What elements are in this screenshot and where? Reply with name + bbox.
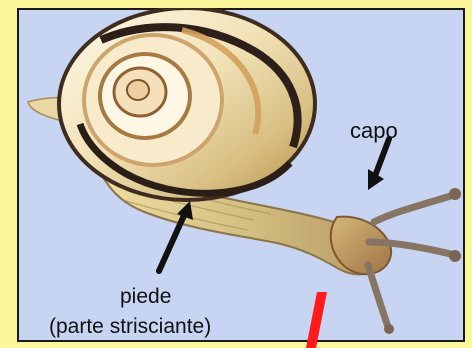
lower-tentacle xyxy=(368,265,388,327)
foot-description: (parte strisciante) xyxy=(49,316,211,337)
tentacle-tip xyxy=(449,188,461,200)
foot-label: piede xyxy=(120,286,171,307)
tentacle-tip xyxy=(384,324,394,334)
head-label: capo xyxy=(350,120,398,142)
snail-illustration xyxy=(17,8,465,342)
upper-tentacle xyxy=(374,195,454,222)
shell-core xyxy=(127,80,149,100)
tentacle-tip xyxy=(449,250,461,262)
snail-photo-panel xyxy=(17,8,465,342)
